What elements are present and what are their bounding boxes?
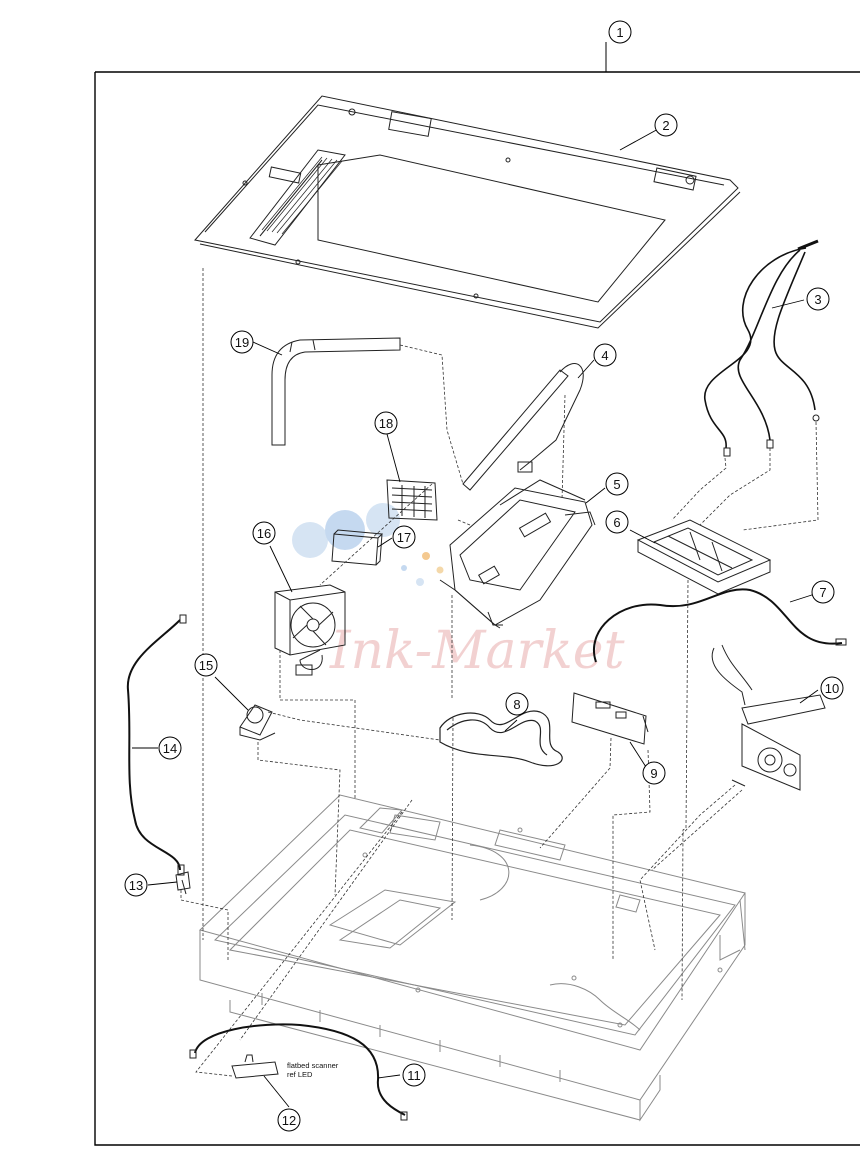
part-foam-pad bbox=[331, 529, 384, 566]
callout-19: 19 bbox=[230, 330, 254, 354]
part-pulley-bracket bbox=[239, 704, 276, 741]
callout-13: 13 bbox=[124, 873, 148, 897]
part-scanner-rod bbox=[462, 363, 584, 491]
callout-6-number: 6 bbox=[613, 515, 620, 530]
callout-2-number: 2 bbox=[662, 118, 669, 133]
part-drive-belt bbox=[439, 710, 563, 767]
callout-1: 1 bbox=[608, 20, 632, 44]
callout-7: 7 bbox=[811, 580, 835, 604]
callout-17: 17 bbox=[392, 525, 416, 549]
callout-7-number: 7 bbox=[819, 585, 826, 600]
part-led-cable bbox=[194, 1023, 406, 1116]
callout-1-number: 1 bbox=[616, 25, 623, 40]
callout-9-number: 9 bbox=[650, 766, 657, 781]
led-note-line-1: flatbed scanner bbox=[287, 1061, 339, 1070]
part-position-sensor bbox=[175, 871, 191, 895]
callout-14-number: 14 bbox=[163, 741, 177, 756]
callout-5: 5 bbox=[605, 472, 629, 496]
callout-9: 9 bbox=[642, 761, 666, 785]
part-scanner-carriage bbox=[439, 479, 596, 629]
part-vent-grill bbox=[386, 479, 438, 521]
part-base-chassis bbox=[199, 794, 746, 1122]
watermark-text: Ink-Market bbox=[329, 621, 625, 681]
callout-11-number: 11 bbox=[407, 1068, 421, 1083]
callout-12: 12 bbox=[277, 1108, 301, 1132]
part-scan-motor bbox=[711, 644, 826, 791]
part-flatbed-top-cover bbox=[194, 95, 741, 329]
callout-19-number: 19 bbox=[235, 335, 249, 350]
callout-15: 15 bbox=[194, 653, 218, 677]
callout-13-number: 13 bbox=[129, 878, 143, 893]
callout-16: 16 bbox=[252, 521, 276, 545]
part-sensor-cable bbox=[126, 619, 181, 871]
assembly-lines bbox=[180, 268, 819, 1077]
callout-4-number: 4 bbox=[601, 348, 608, 363]
part-cooling-fan bbox=[274, 584, 346, 676]
callout-6: 6 bbox=[605, 510, 629, 534]
part-cable bbox=[593, 588, 843, 663]
callout-14: 14 bbox=[158, 736, 182, 760]
callout-8: 8 bbox=[505, 692, 529, 716]
part-led-board bbox=[231, 1054, 279, 1079]
part-circuit-board bbox=[571, 692, 649, 745]
callout-3: 3 bbox=[806, 287, 830, 311]
callout-5-number: 5 bbox=[613, 477, 620, 492]
callout-8-number: 8 bbox=[513, 697, 520, 712]
callout-18: 18 bbox=[374, 411, 398, 435]
callout-2: 2 bbox=[654, 113, 678, 137]
part-wire-harness bbox=[704, 239, 819, 449]
callout-18-number: 18 bbox=[379, 416, 393, 431]
led-note-line-2: ref LED bbox=[287, 1070, 313, 1079]
assembly-frame bbox=[94, 71, 860, 1146]
callout-10-number: 10 bbox=[825, 681, 839, 696]
callout-4: 4 bbox=[593, 343, 617, 367]
callout-17-number: 17 bbox=[397, 530, 411, 545]
callout-3-number: 3 bbox=[814, 292, 821, 307]
callout-16-number: 16 bbox=[257, 526, 271, 541]
callout-15-number: 15 bbox=[199, 658, 213, 673]
part-pad-block bbox=[636, 519, 772, 595]
callout-10: 10 bbox=[820, 676, 844, 700]
callout-12-number: 12 bbox=[282, 1113, 296, 1128]
part-ribbon-cable bbox=[271, 337, 401, 446]
watermark: Ink-Market bbox=[292, 503, 625, 681]
leader-lines bbox=[132, 127, 819, 1108]
callout-11: 11 bbox=[402, 1063, 426, 1087]
